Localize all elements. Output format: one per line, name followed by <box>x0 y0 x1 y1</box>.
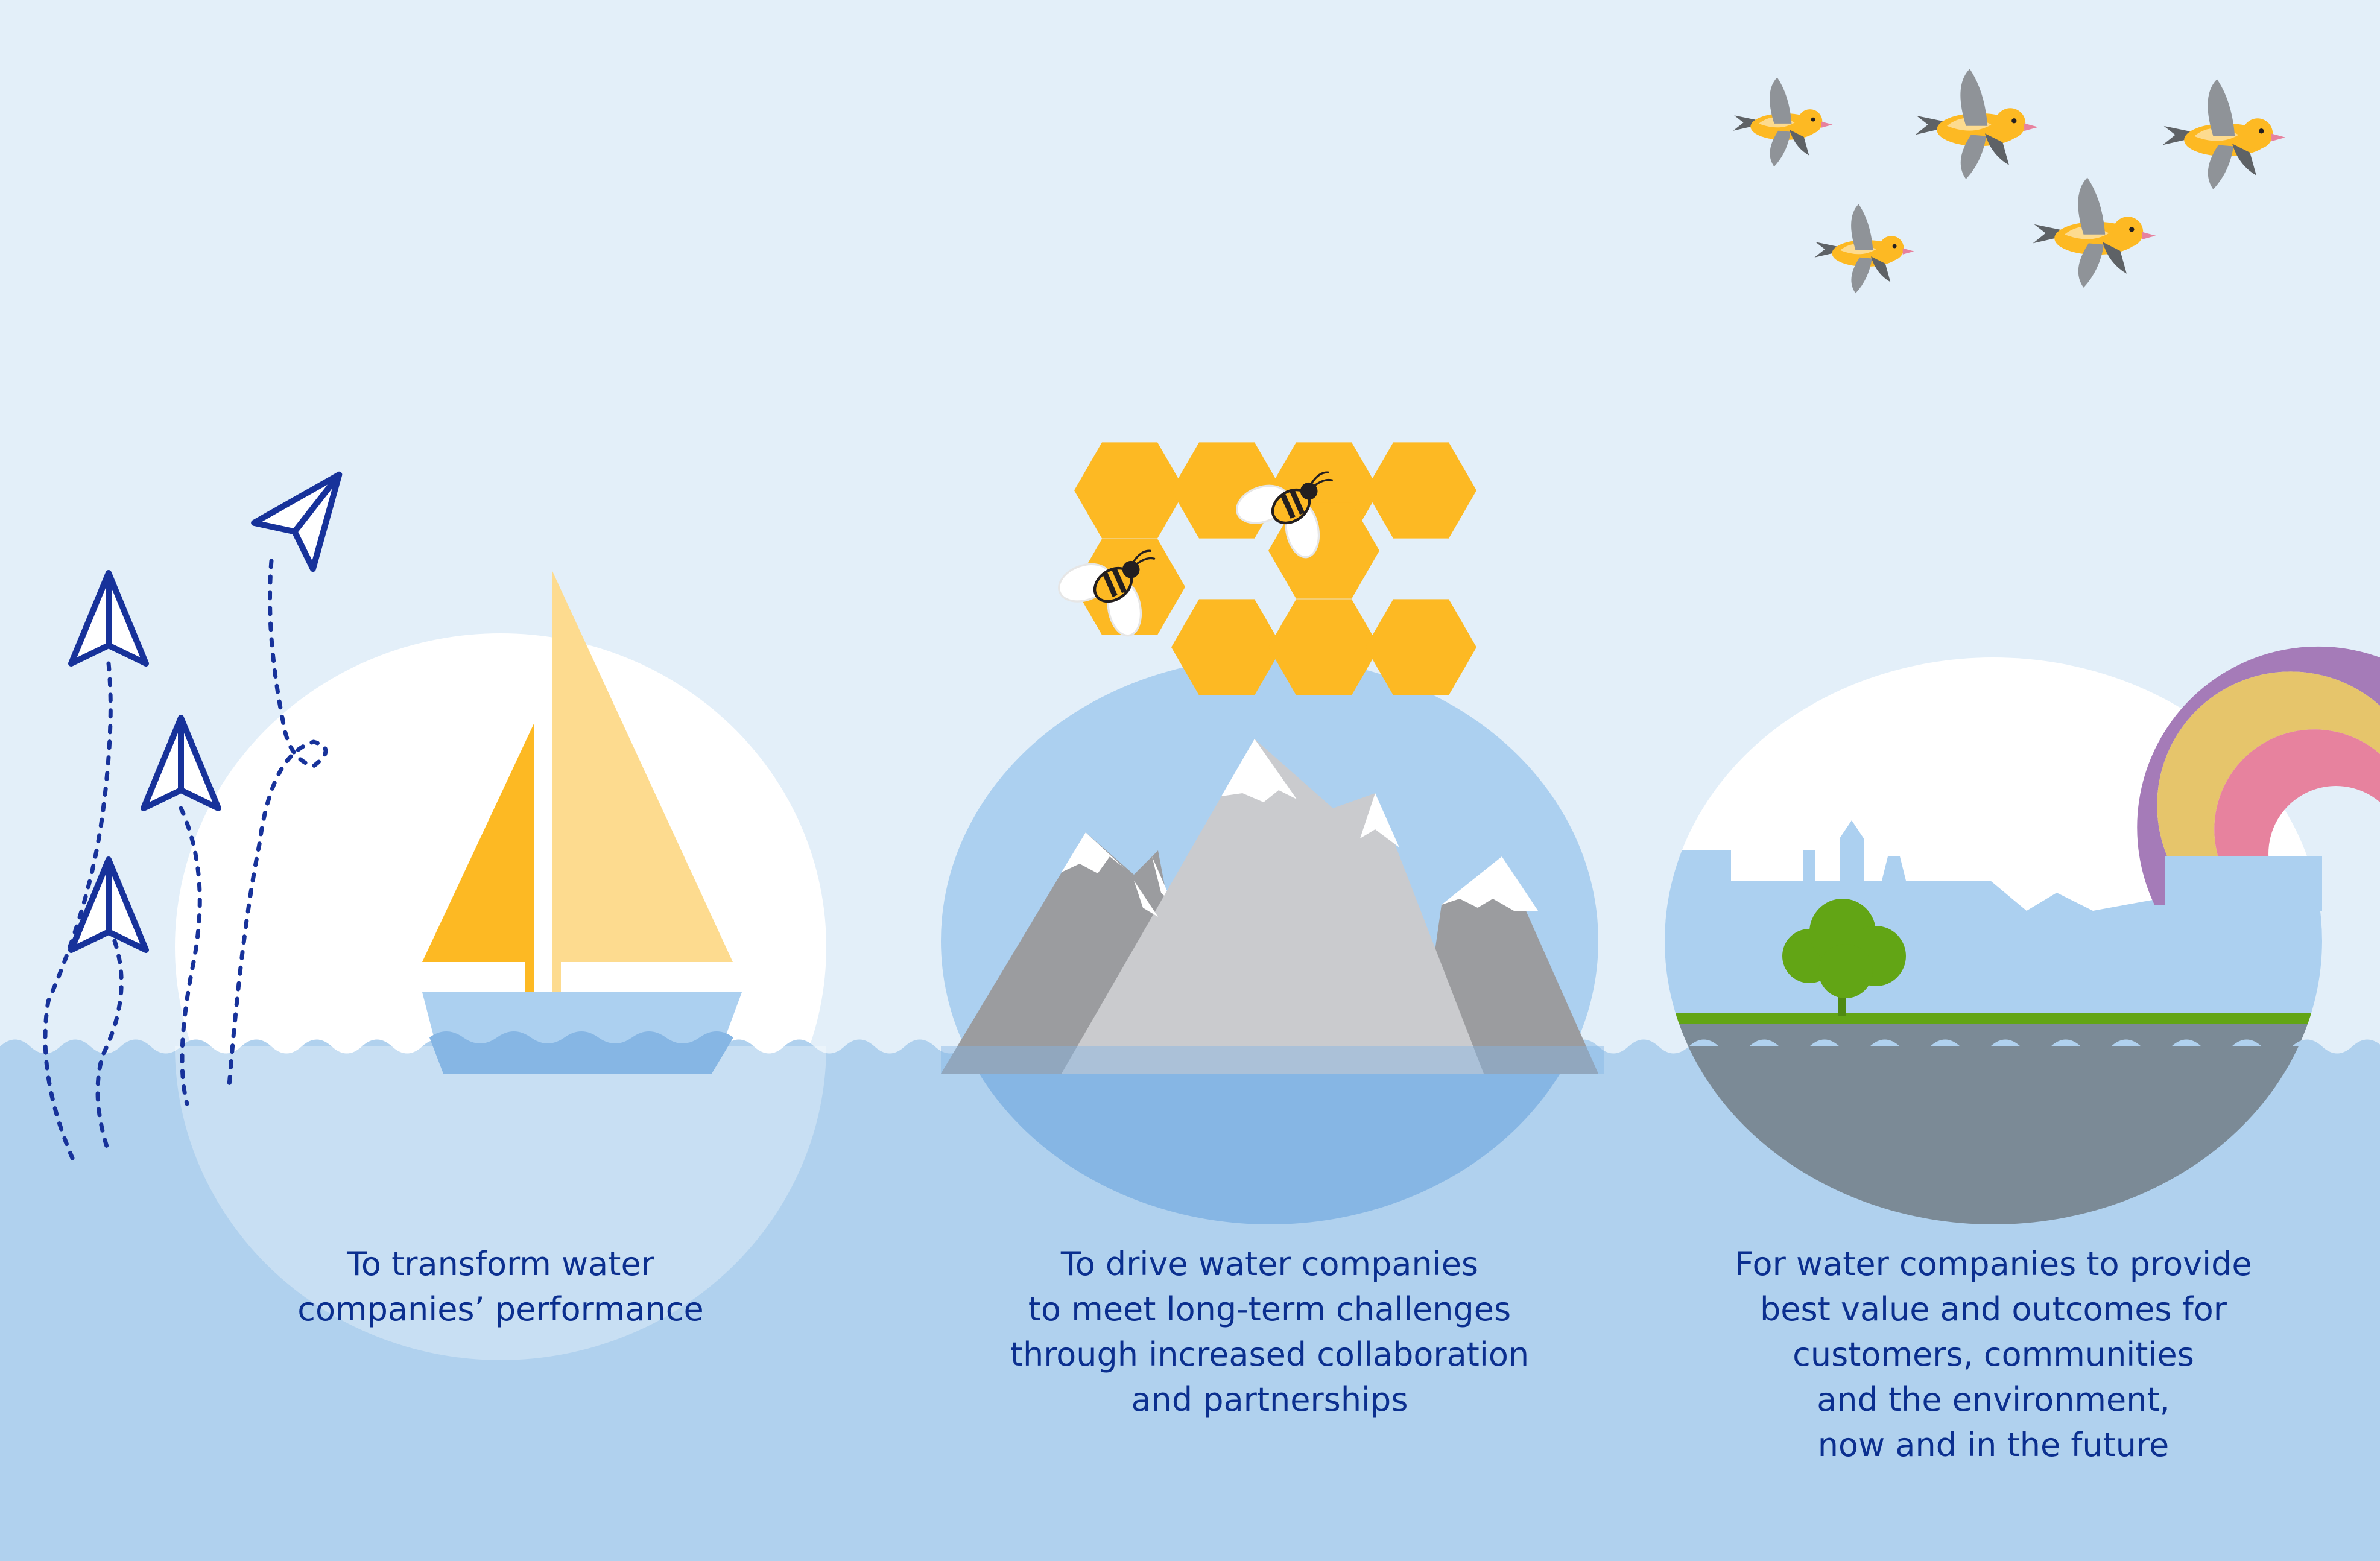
caption-line: through increased collaboration <box>1010 1335 1530 1373</box>
caption-outcomes: For water companies to provide best value… <box>1662 1241 2325 1468</box>
caption-line: and the environment, <box>1817 1381 2170 1419</box>
caption-line: now and in the future <box>1817 1426 2170 1464</box>
caption-collaboration: To drive water companies to meet long-ter… <box>938 1241 1601 1422</box>
bird-icon <box>2162 79 2286 189</box>
rainbow-icon <box>2137 646 2380 911</box>
caption-line: best value and outcomes for <box>1760 1290 2227 1328</box>
caption-line: customers, communities <box>1793 1335 2194 1373</box>
paper-plane-icon <box>71 573 146 663</box>
sailboat-icon <box>422 570 742 1074</box>
bird-icon <box>1915 69 2039 179</box>
grass <box>1665 1013 2322 1024</box>
sea <box>0 1039 2380 1561</box>
bird-icon <box>1814 204 1914 294</box>
tree-icon <box>1782 899 1906 1016</box>
caption-performance: To transform water companies’ performance <box>169 1241 832 1332</box>
paper-plane-icon <box>144 718 218 808</box>
caption-line: to meet long-term challenges <box>1028 1290 1511 1328</box>
mountain-icon <box>941 739 1604 1074</box>
paper-plane-trails <box>43 559 328 1160</box>
bird-icon <box>2033 177 2156 288</box>
paper-plane-icon <box>71 860 146 950</box>
caption-line: and partnerships <box>1131 1381 1408 1419</box>
caption-line: To drive water companies <box>1060 1245 1479 1283</box>
paper-plane-icon <box>254 452 369 569</box>
caption-line: For water companies to provide <box>1735 1245 2252 1283</box>
bird-icon <box>1733 77 1833 167</box>
caption-line: companies’ performance <box>297 1290 704 1328</box>
caption-line: To transform water <box>347 1245 654 1283</box>
